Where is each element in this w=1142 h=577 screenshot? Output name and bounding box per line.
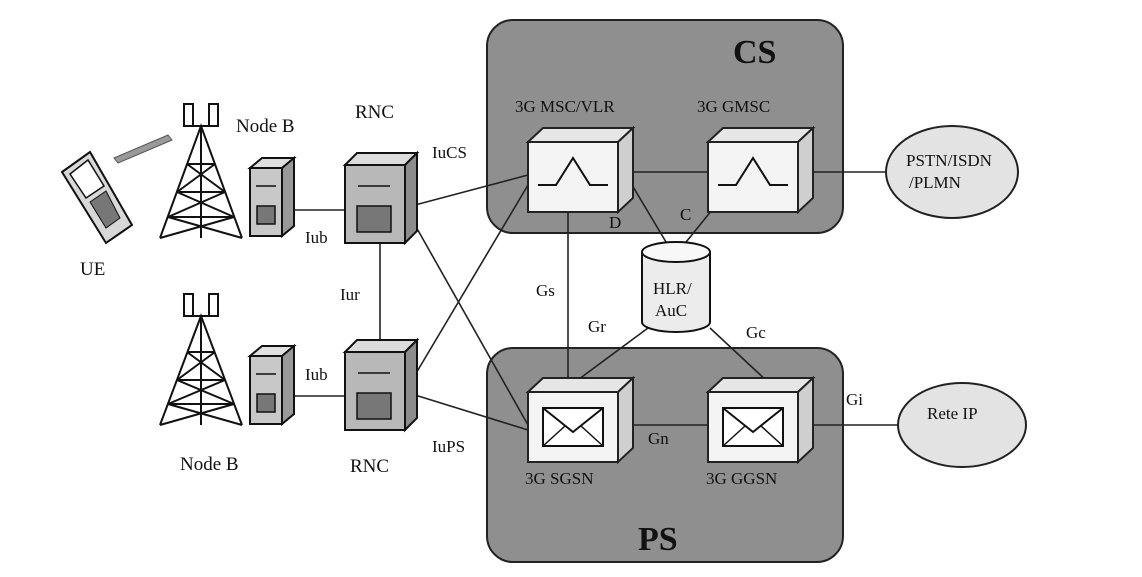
ue-label: UE: [80, 259, 105, 280]
iups-link-top: [414, 224, 529, 426]
gi-interface-label: Gi: [846, 390, 863, 409]
pstn-isdn-plmn-cloud: [885, 125, 1019, 219]
iucs-label: IuCS: [432, 143, 467, 162]
node-b-top-cabinet-icon: [247, 155, 297, 239]
gn-interface-label: Gn: [648, 429, 669, 448]
iups-label: IuPS: [432, 437, 465, 456]
cs-domain-label: CS: [733, 34, 776, 71]
rnc-top-cabinet-icon: [342, 150, 420, 246]
rnc-top-label: RNC: [355, 102, 394, 123]
hlr-auc-database-icon: [641, 241, 711, 333]
gmsc-switch-icon: [705, 125, 816, 215]
gmsc-label: 3G GMSC: [697, 97, 770, 116]
rnc-bottom-cabinet-icon: [342, 337, 420, 433]
gr-interface-label: Gr: [588, 317, 606, 336]
ggsn-router-icon: [705, 375, 816, 465]
c-interface-label: C: [680, 205, 691, 224]
ggsn-label: 3G GGSN: [706, 469, 777, 488]
ps-domain-label: PS: [638, 521, 678, 558]
iucs-link-bottom: [414, 184, 529, 376]
rete-ip-cloud: [897, 382, 1027, 468]
gr-link: [574, 327, 649, 383]
iups-link-bottom: [414, 394, 529, 431]
iub-bottom-label: Iub: [305, 365, 328, 384]
rete-ip-label: Rete IP: [927, 404, 978, 423]
iub-top-label: Iub: [305, 228, 328, 247]
iur-label: Iur: [340, 285, 360, 304]
d-interface-label: D: [609, 213, 621, 232]
node-b-bottom-label: Node B: [180, 454, 239, 475]
gc-link: [709, 327, 769, 383]
links: [290, 171, 900, 431]
hlr-label-line1: HLR/: [653, 279, 692, 298]
sgsn-router-icon: [525, 375, 636, 465]
pstn-label-line2: /PLMN: [909, 173, 961, 192]
hlr-label-line2: AuC: [655, 301, 687, 320]
sgsn-label: 3G SGSN: [525, 469, 594, 488]
iucs-link-top: [414, 174, 529, 206]
msc-vlr-switch-icon: [525, 125, 636, 215]
node-b-bottom-cabinet-icon: [247, 343, 297, 427]
node-b-top-tower-icon: [159, 103, 243, 239]
msc-vlr-label: 3G MSC/VLR: [515, 97, 615, 116]
node-b-top-label: Node B: [236, 116, 295, 137]
node-b-bottom-tower-icon: [159, 293, 243, 426]
ue-phone-icon: [60, 134, 173, 245]
gs-interface-label: Gs: [536, 281, 555, 300]
rnc-bottom-label: RNC: [350, 456, 389, 477]
gc-interface-label: Gc: [746, 323, 766, 342]
pstn-label-line1: PSTN/ISDN: [906, 151, 992, 170]
